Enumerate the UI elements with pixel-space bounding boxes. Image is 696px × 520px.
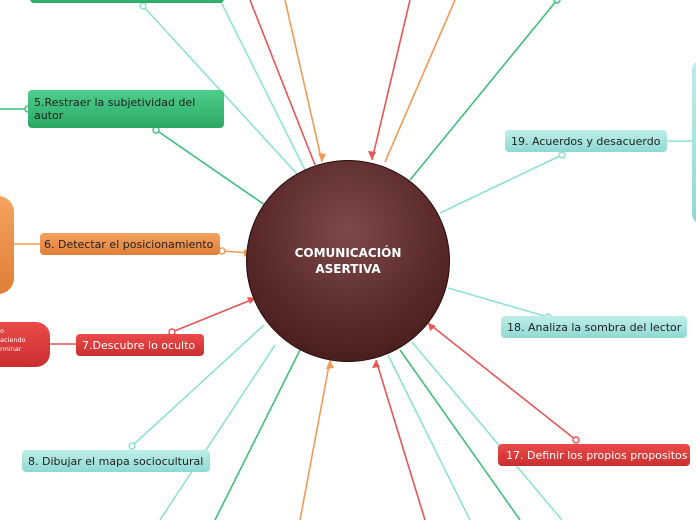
topic-node-18[interactable]: 18. Analiza la sombra del lector [501,316,687,338]
connector-line [159,344,276,520]
topic-node-5[interactable]: 5.Restraer la subjetividad del autor [28,90,224,128]
connector-dot [128,442,136,450]
subtopic-node-partial-left-orange[interactable] [0,196,14,294]
topic-7-label: 7.Descubre lo oculto [82,338,196,352]
topic-node-6[interactable]: 6. Detectar el posicionamiento [40,233,220,255]
connector-line [249,0,316,166]
connector-line [155,129,266,206]
arrow-head [368,151,376,160]
subtopic-fragment-line2: aciendo [0,336,26,344]
subtopic-node-partial-left-red[interactable] [0,322,50,367]
arrow-head [318,153,326,162]
connector-dot [558,151,566,159]
topic-19-label: 19. Acuerdos y desacuerdo [511,134,661,148]
connector-line [375,359,426,520]
topic-node-17[interactable]: 17. Definir los propios propositos [498,444,690,466]
connector-dot [572,436,580,444]
connector-line [427,322,577,441]
subtopic-fragment-line3: rminar [0,345,22,353]
connector-line [399,349,521,520]
connector-line [447,287,549,318]
topic-5-label: 5.Restraer la subjetividad del autor [34,96,196,122]
connector-line [387,354,471,520]
arrow-head [372,360,380,368]
connector-dot [553,0,561,4]
connector-dot [139,2,147,10]
connector-line [131,324,265,447]
topic-node-7[interactable]: 7.Descubre lo oculto [76,334,204,356]
topic-node-8[interactable]: 8. Dibujar el mapa sociocultural [22,450,210,472]
connector-line [284,0,323,163]
topic-node-partial-top[interactable] [30,0,224,3]
central-topic-label: COMUNICACIÓN ASERTIVA [294,246,402,276]
central-topic[interactable]: COMUNICACIÓN ASERTIVA [246,160,450,362]
topic-8-label: 8. Dibujar el mapa sociocultural [28,454,204,468]
topic-node-19[interactable]: 19. Acuerdos y desacuerdo [505,130,667,152]
connector-line [384,0,456,163]
connector-line [439,154,563,214]
connector-line [171,297,257,333]
connector-line [219,0,306,171]
subtopic-node-partial-right-teal[interactable] [692,60,696,224]
arrow-head [428,323,436,331]
connector-line [371,0,411,161]
arrow-head [326,360,334,369]
topic-18-label: 18. Analiza la sombra del lector [507,320,682,334]
connector-line [214,349,301,520]
subtopic-fragment-line1: o [0,327,4,335]
topic-17-label: 17. Definir los propios propositos [506,448,688,462]
connector-line [411,341,563,520]
connector-line [299,359,331,520]
topic-6-label: 6. Detectar el posicionamiento [44,237,214,251]
connector-line [409,0,558,181]
